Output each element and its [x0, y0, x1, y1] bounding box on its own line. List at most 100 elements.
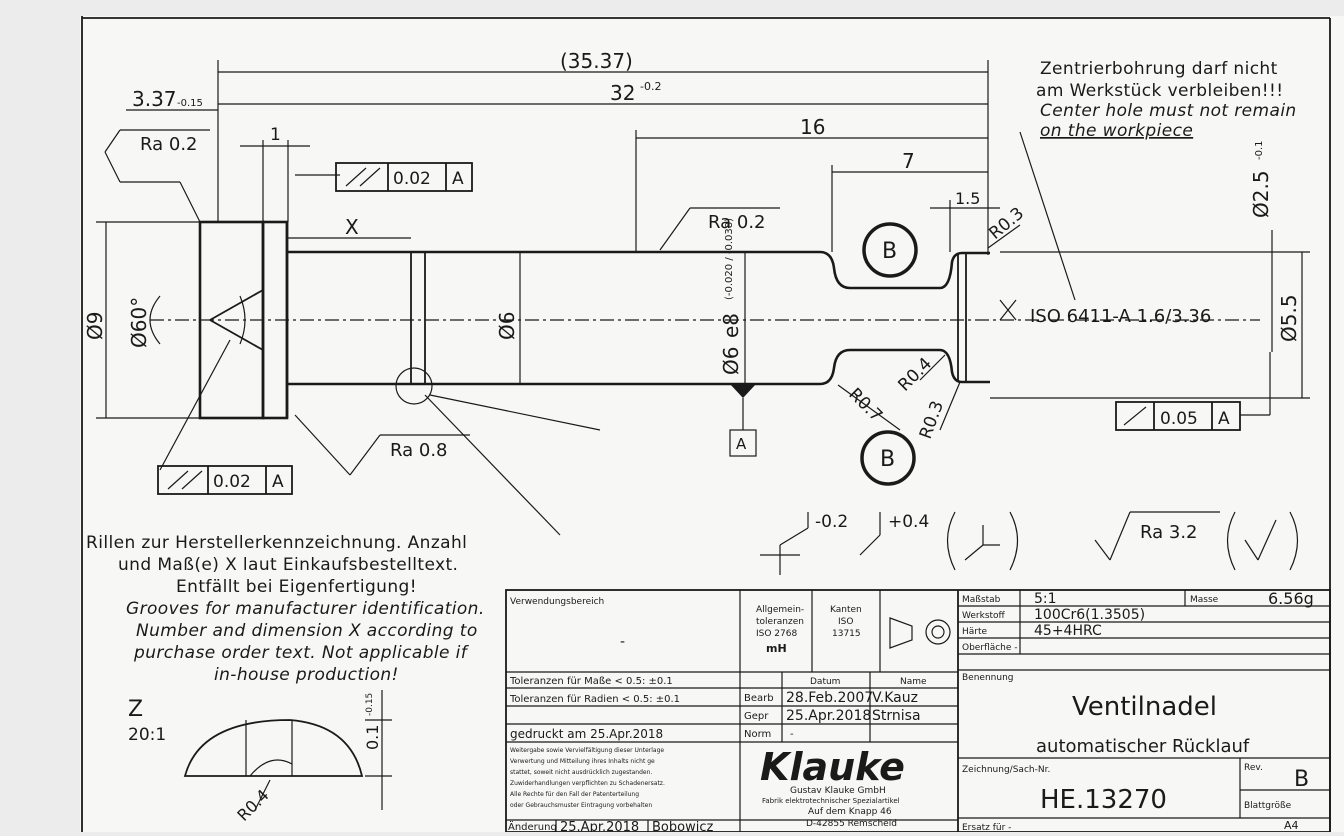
- tb-gepr-date: 25.Apr.2018: [786, 708, 871, 724]
- tb-verwendung-value: -: [620, 634, 625, 650]
- tb-verwendung: Verwendungsbereich: [510, 597, 604, 607]
- edge-symbols: [760, 511, 1299, 575]
- dim-dia-2-5-tol: -0.1: [1254, 140, 1265, 160]
- tb-werkstoff-value: 100Cr6(1.3505): [1034, 607, 1145, 623]
- tb-legal-1: Weitergabe sowie Vervielfältigung dieser…: [510, 747, 664, 754]
- tb-haerte: Härte: [962, 627, 988, 637]
- dim-x: X: [345, 215, 359, 239]
- center-hole-spec: ISO 6411-A 1.6/3.36: [1030, 306, 1211, 327]
- detail-dim: 0.1: [363, 725, 382, 750]
- tb-company-4: D-42855 Remscheid: [806, 819, 897, 829]
- tb-allg-3: ISO 2768: [756, 629, 797, 639]
- note-center-en-1: Center hole must not remain: [1040, 101, 1297, 121]
- title-block-grid: [505, 589, 1331, 833]
- tb-company-3: Auf dem Knapp 46: [808, 807, 892, 817]
- edge-value-2: +0.4: [888, 512, 929, 532]
- tb-blatt: Blattgröße: [1244, 801, 1292, 811]
- dim-dia-5-5: Ø5.5: [1277, 294, 1301, 342]
- dim-angle-60: Ø60°: [127, 297, 151, 348]
- tb-ersatz: Ersatz für -: [962, 823, 1011, 832]
- dim-3-37-tol: -0.15: [177, 98, 203, 109]
- tb-legal-4: Zuwiderhandlungen verpflichten zu Schade…: [510, 780, 665, 787]
- tb-haerte-value: 45+4HRC: [1034, 623, 1102, 639]
- dim-dia-9: Ø9: [83, 312, 107, 340]
- note-grooves-en-2: Number and dimension X according to: [136, 621, 478, 641]
- klauke-logo: Klauke: [760, 745, 905, 789]
- runout-top-datum: A: [452, 169, 464, 189]
- tb-allg-1: Allgemein-: [756, 605, 804, 615]
- datum-box: [729, 429, 757, 457]
- tb-blatt-value: A4: [1284, 819, 1299, 832]
- tb-oberflaeche: Oberfläche -: [962, 643, 1018, 653]
- dim-dia-2-5: Ø2.5: [1249, 170, 1273, 218]
- tb-company-2: Fabrik elektrotechnischer Spezialartikel: [762, 797, 900, 805]
- section-marker-bottom: [860, 430, 916, 486]
- detail-label: Z: [128, 697, 143, 722]
- tb-kant-2: ISO: [838, 617, 853, 627]
- dim-1-5: 1.5: [955, 189, 980, 208]
- tb-norm: Norm: [744, 729, 771, 740]
- tb-massstab-value: 5:1: [1034, 591, 1057, 607]
- tb-rev-value: B: [1294, 767, 1309, 792]
- section-b-bottom: B: [880, 447, 895, 472]
- tb-name-header: Name: [900, 677, 927, 687]
- tb-werkstoff: Werkstoff: [962, 611, 1006, 621]
- roughness-head: Ra 0.2: [140, 134, 198, 155]
- tb-kant-1: Kanten: [830, 605, 862, 615]
- dim-7: 7: [902, 149, 915, 173]
- tb-zeichnung: Zeichnung/Sach-Nr.: [962, 765, 1050, 775]
- tb-allg-4: mH: [766, 642, 787, 655]
- runout-bottom-datum: A: [272, 472, 284, 492]
- tb-masse-value: 6.56g: [1268, 589, 1314, 608]
- drawing-number: HE.13270: [1040, 785, 1167, 815]
- dim-32: 32: [610, 81, 635, 105]
- note-grooves-en-1: Grooves for manufacturer identification.: [126, 599, 485, 619]
- note-grooves-de-1: Rillen zur Herstellerkennzeichnung. Anza…: [86, 533, 467, 553]
- dim-e8: e8: [719, 313, 743, 338]
- detail-scale: 20:1: [128, 725, 166, 745]
- dim-e8-tol: (-0.020 / -0.038): [724, 218, 735, 300]
- tb-bearb-name: V.Kauz: [872, 690, 918, 706]
- detail-dim-tol: -0.15: [365, 693, 375, 716]
- runout-frame-right: [1115, 401, 1241, 431]
- tb-legal-6: oder Gebrauchsmuster Eintragung vorbehal…: [510, 802, 652, 809]
- tb-tol-mass: Toleranzen für Maße < 0.5: ±0.1: [509, 676, 673, 687]
- tb-legal-3: stattet, soweit nicht ausdrücklich zuges…: [510, 769, 652, 776]
- tb-gedruckt: gedruckt am 25.Apr.2018: [510, 727, 663, 741]
- runout-right-value: 0.05: [1160, 409, 1198, 429]
- note-center-de-1: Zentrierbohrung darf nicht: [1040, 59, 1278, 79]
- tb-legal-5: Alle Rechte für den Fall der Patentertei…: [510, 791, 639, 798]
- section-marker-top: [862, 222, 918, 278]
- tb-bearb: Bearb: [744, 693, 774, 704]
- tb-aenderung-name: Bobowicz: [652, 820, 713, 832]
- tb-datum-header: Datum: [810, 677, 840, 687]
- tb-masse: Masse: [1190, 595, 1219, 605]
- part-subtitle: automatischer Rücklauf: [1036, 736, 1250, 757]
- dim-1: 1: [270, 125, 281, 145]
- runout-right-datum: A: [1218, 409, 1230, 429]
- dim-dia-6-b: Ø6: [719, 347, 743, 375]
- tb-aenderung-date: 25.Apr.2018: [560, 820, 639, 832]
- tb-gepr: Gepr: [744, 711, 769, 722]
- detail-z-drawing: [183, 690, 392, 811]
- paper: [80, 16, 1344, 832]
- tb-bearb-date: 28.Feb.2007: [786, 690, 873, 706]
- dim-overall: (35.37): [560, 49, 633, 73]
- note-grooves-de-3: Entfällt bei Eigenfertigung!: [176, 577, 417, 597]
- note-center-de-2: am Werkstück verbleiben!!!: [1036, 81, 1283, 101]
- tb-legal-2: Verwertung und Mitteilung ihres Inhalts …: [510, 758, 655, 765]
- note-grooves-de-2: und Maß(e) X laut Einkaufsbestelltext.: [118, 555, 458, 575]
- roughness-shank: Ra 0.2: [708, 212, 766, 233]
- datum-label: A: [736, 435, 747, 453]
- part-outline: [198, 220, 990, 420]
- note-grooves-en-4: in-house production!: [214, 665, 399, 685]
- note-grooves-en-3: purchase order text. Not applicable if: [133, 643, 470, 663]
- tb-norm-value: -: [790, 729, 794, 740]
- roughness-face: Ra 0.8: [390, 440, 448, 461]
- dim-dia-6-a: Ø6: [495, 312, 519, 340]
- tb-benennung: Benennung: [962, 673, 1013, 683]
- tb-rev: Rev.: [1244, 763, 1263, 773]
- tb-aenderung: Änderung: [508, 820, 557, 832]
